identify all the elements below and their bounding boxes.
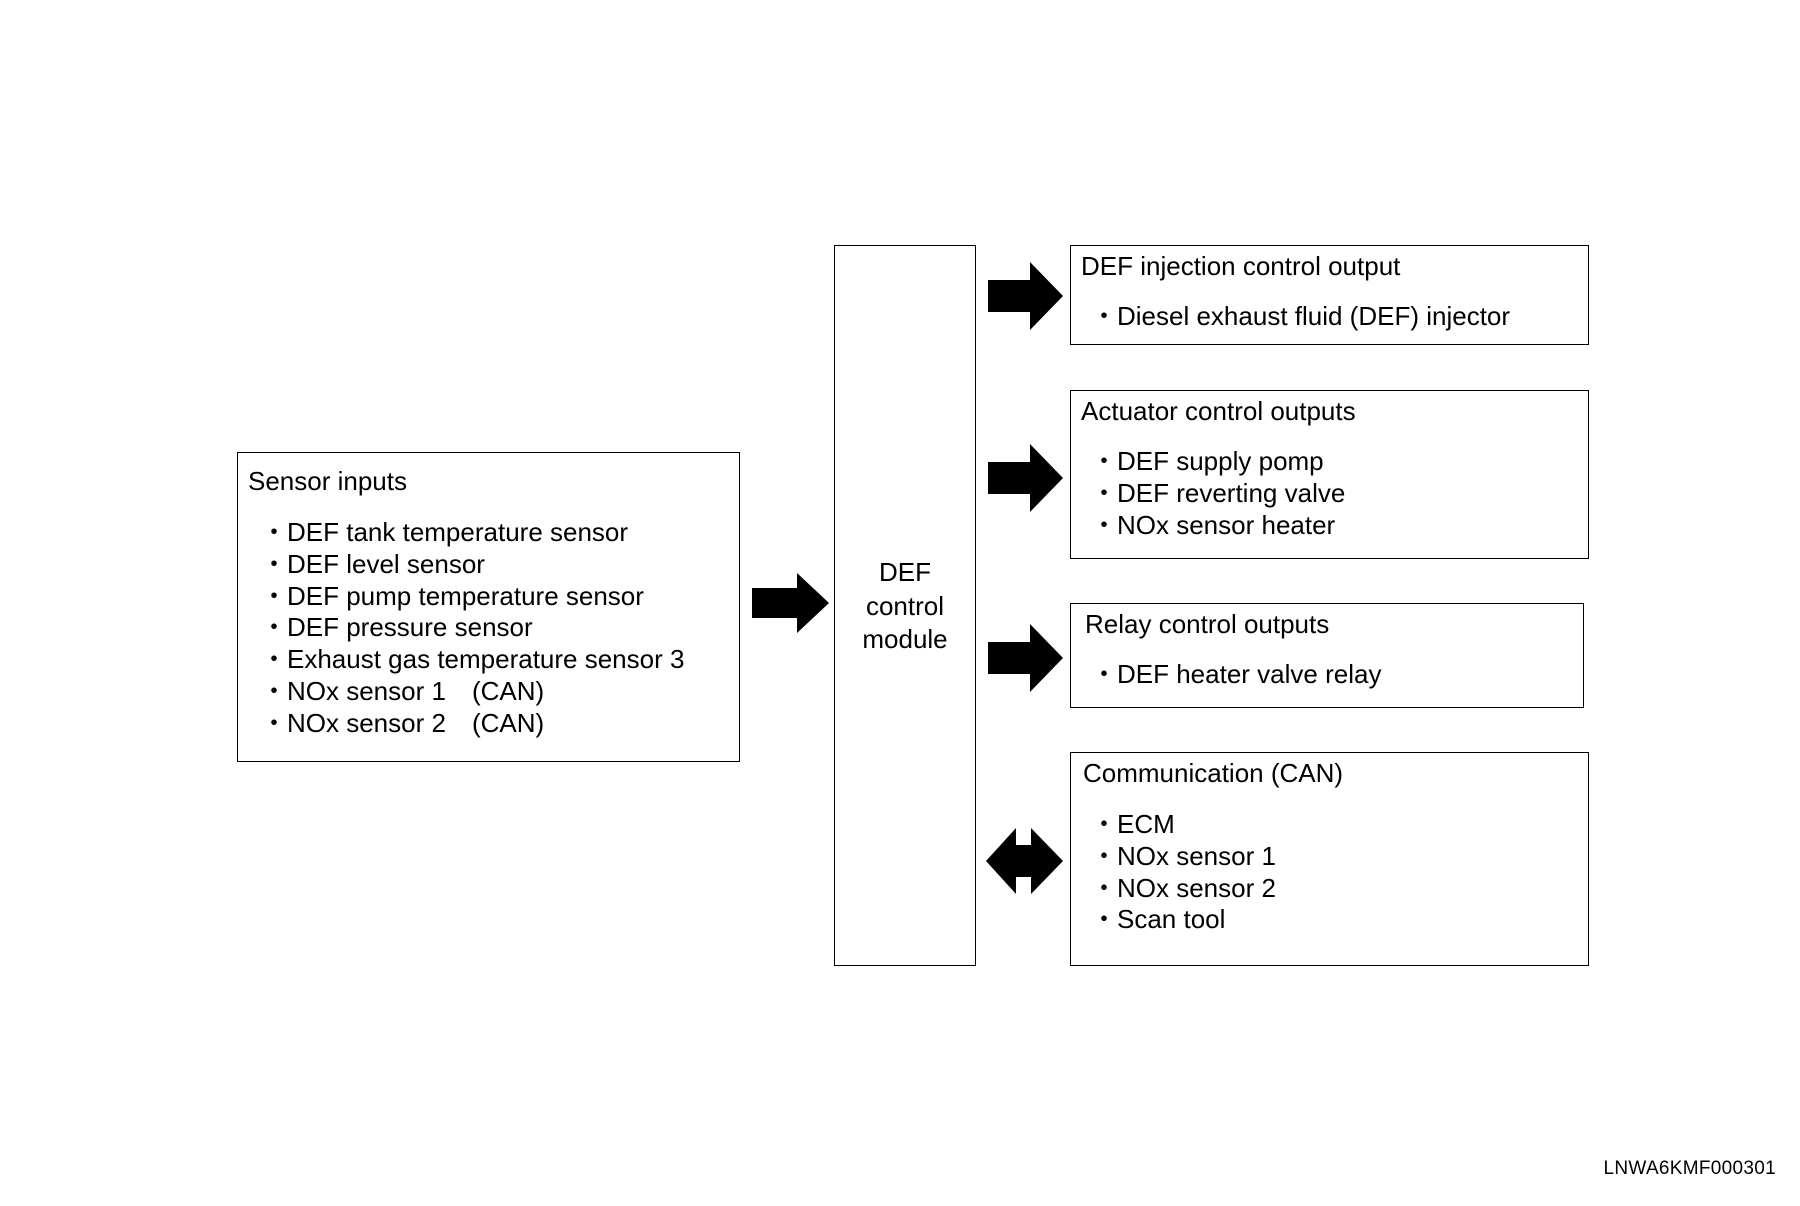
list-item: NOx sensor 1 (CAN): [261, 676, 729, 708]
module-label-line: control: [865, 590, 945, 621]
list-item: Exhaust gas temperature sensor 3: [261, 644, 729, 676]
relay-arrow-icon: [988, 624, 1063, 692]
communication-title: Communication (CAN): [1083, 758, 1344, 788]
sensor-inputs-list: DEF tank temperature sensor DEF level se…: [248, 517, 729, 740]
figure-code: LNWA6KMF000301: [1603, 1158, 1776, 1179]
list-item: NOx sensor heater: [1091, 510, 1578, 542]
relay-output-box: Relay control outputs DEF heater valve r…: [1070, 603, 1584, 708]
list-item: DEF pump temperature sensor: [261, 581, 729, 613]
list-item: DEF heater valve relay: [1091, 659, 1573, 691]
module-label-line: DEF: [879, 557, 931, 587]
actuator-output-title: Actuator control outputs: [1081, 396, 1356, 426]
sensor-inputs-box: Sensor inputs DEF tank temperature senso…: [237, 452, 740, 762]
input-arrow-icon: [752, 573, 829, 633]
def-control-module-box: DEF control module: [834, 245, 976, 966]
module-label-line: module: [862, 624, 948, 654]
relay-output-list: DEF heater valve relay: [1081, 659, 1573, 691]
list-item: DEF tank temperature sensor: [261, 517, 729, 549]
list-item: NOx sensor 1: [1091, 841, 1578, 873]
list-item: Scan tool: [1091, 904, 1578, 936]
injection-output-title: DEF injection control output: [1081, 251, 1401, 281]
sensor-inputs-title: Sensor inputs: [248, 466, 407, 496]
list-item: DEF pressure sensor: [261, 612, 729, 644]
actuator-arrow-icon: [988, 444, 1063, 512]
list-item: ECM: [1091, 809, 1578, 841]
relay-output-title: Relay control outputs: [1085, 609, 1330, 639]
injection-output-list: Diesel exhaust fluid (DEF) injector: [1081, 301, 1578, 333]
injection-output-box: DEF injection control output Diesel exha…: [1070, 245, 1589, 345]
list-item: Diesel exhaust fluid (DEF) injector: [1091, 301, 1578, 333]
bidirectional-arrow-icon: [986, 828, 1063, 894]
list-item: DEF reverting valve: [1091, 478, 1578, 510]
communication-list: ECM NOx sensor 1 NOx sensor 2 Scan tool: [1081, 809, 1578, 936]
actuator-output-box: Actuator control outputs DEF supply pomp…: [1070, 390, 1589, 559]
list-item: NOx sensor 2: [1091, 873, 1578, 905]
actuator-output-list: DEF supply pomp DEF reverting valve NOx …: [1081, 446, 1578, 541]
list-item: DEF supply pomp: [1091, 446, 1578, 478]
def-control-module-label: DEF control module: [835, 556, 975, 657]
communication-box: Communication (CAN) ECM NOx sensor 1 NOx…: [1070, 752, 1589, 966]
list-item: NOx sensor 2 (CAN): [261, 708, 729, 740]
list-item: DEF level sensor: [261, 549, 729, 581]
injection-arrow-icon: [988, 262, 1063, 330]
